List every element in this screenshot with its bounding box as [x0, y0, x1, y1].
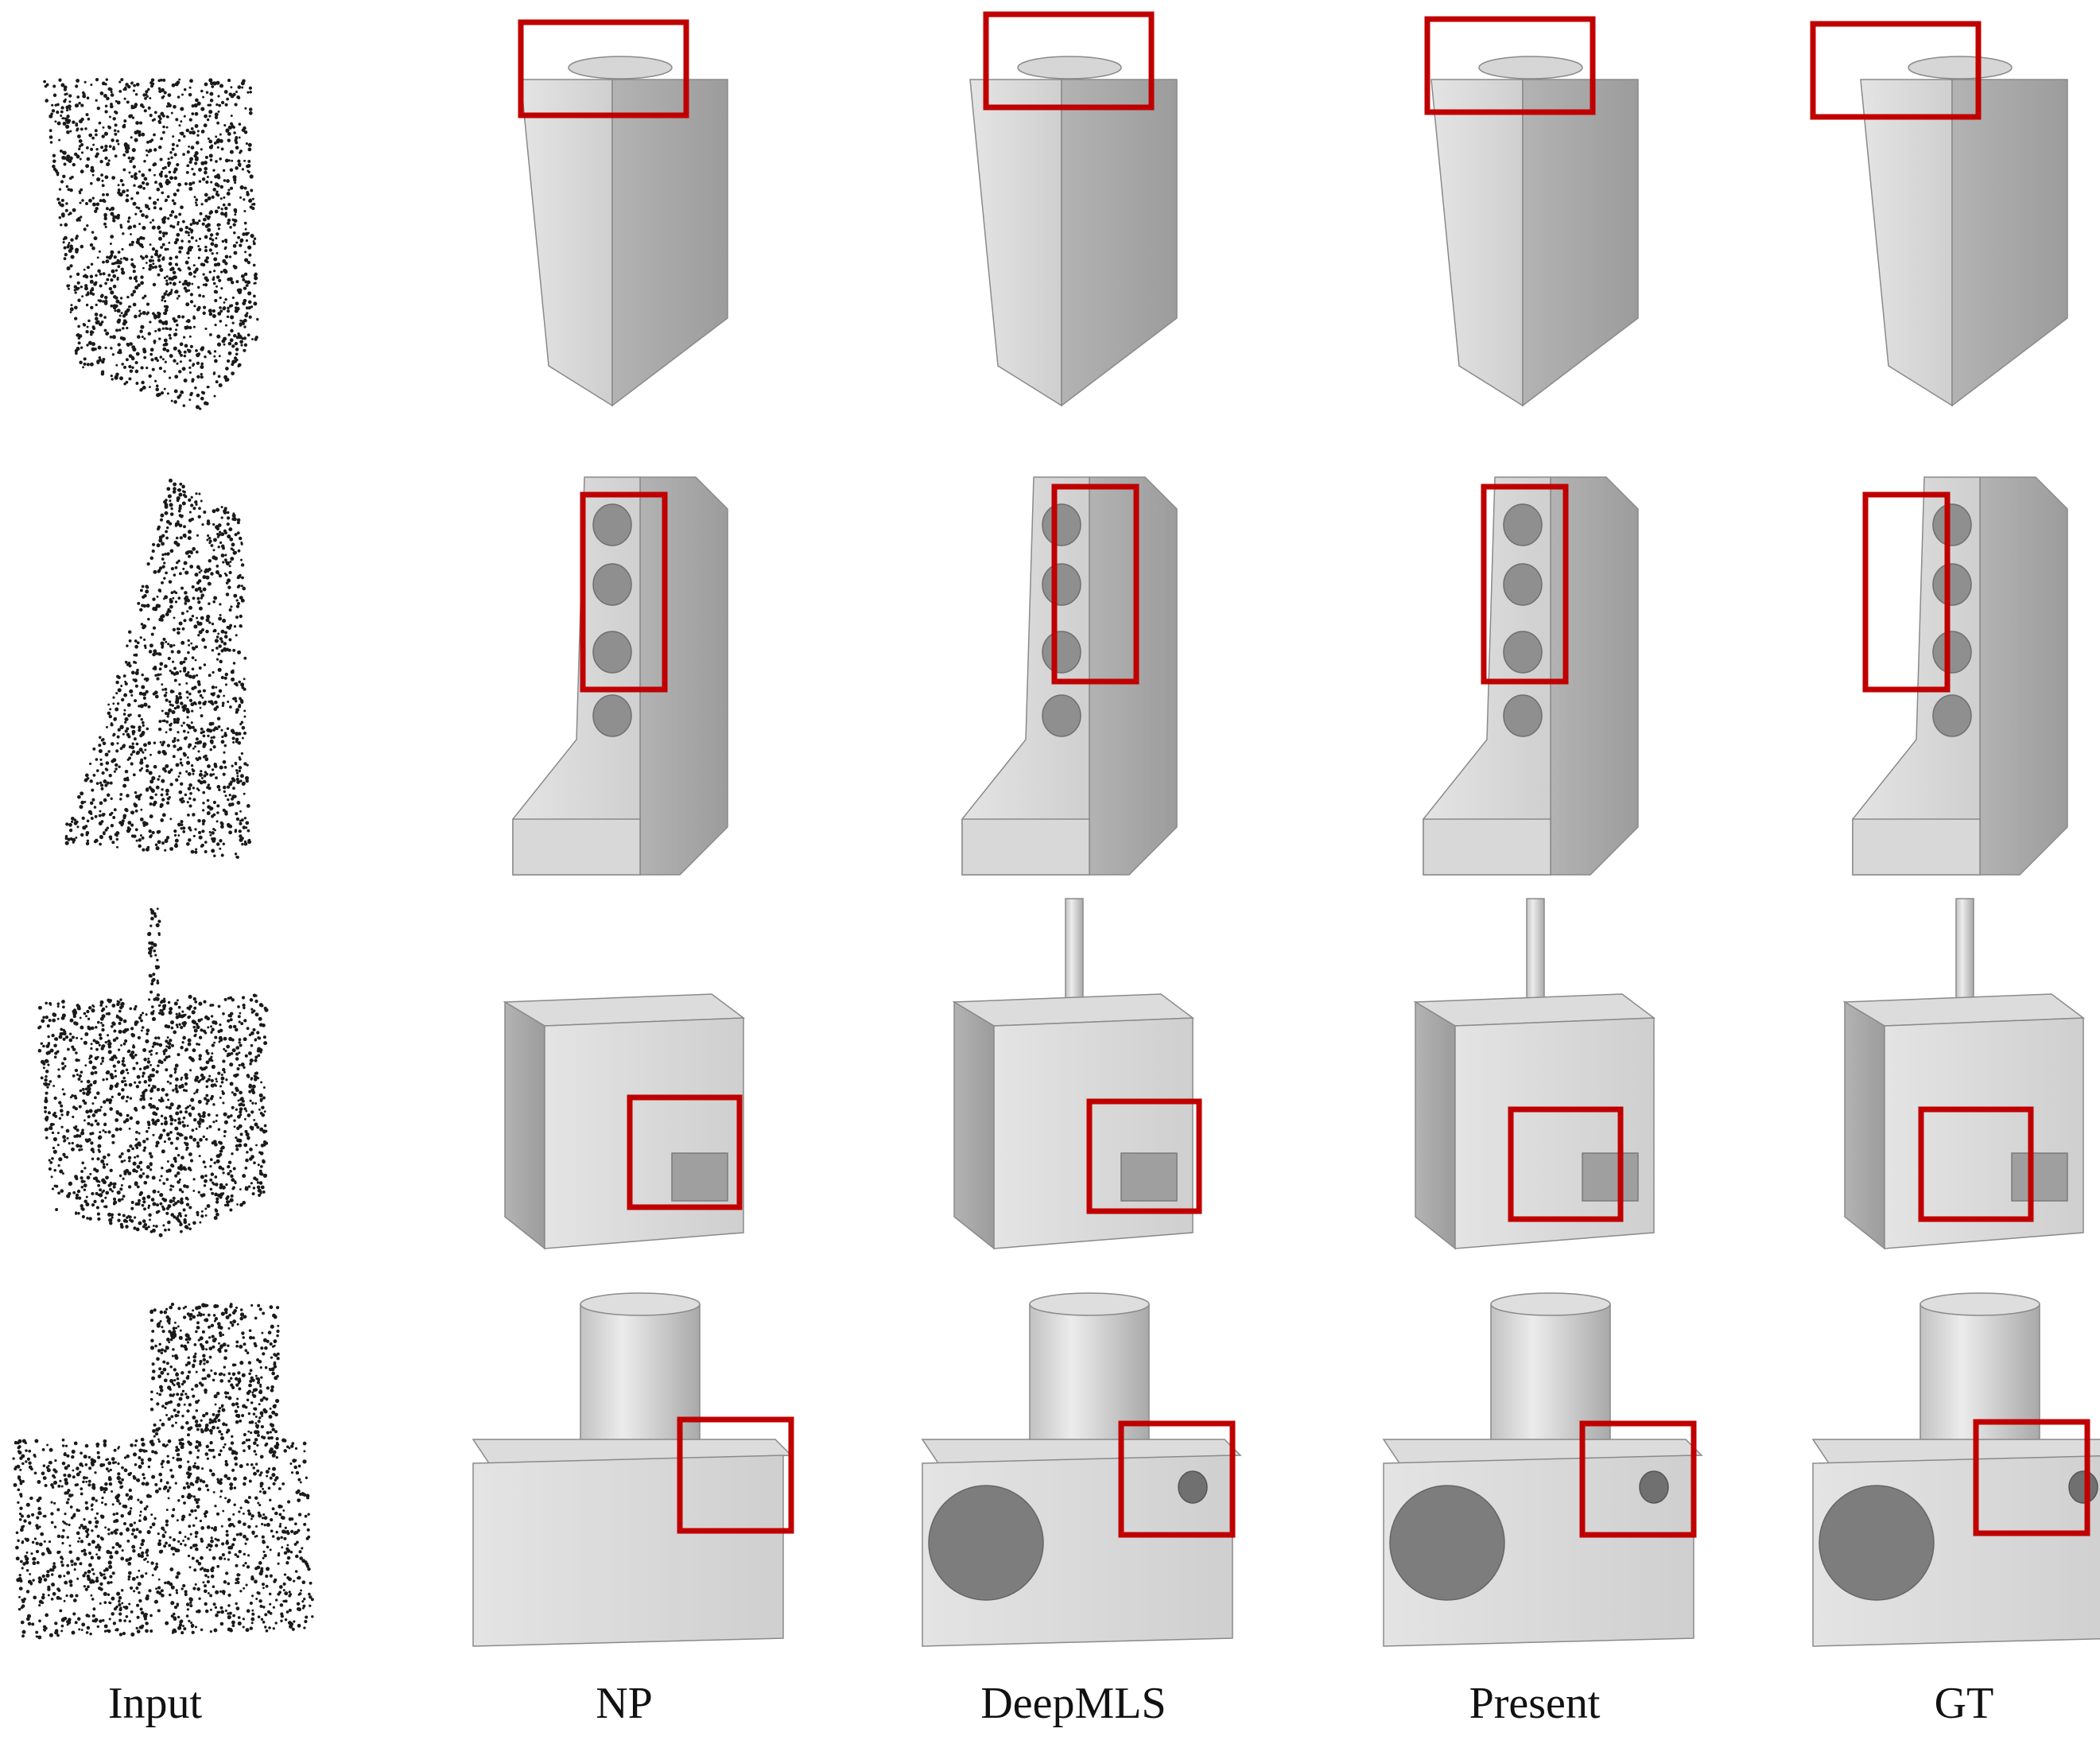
highlight-box — [518, 19, 689, 118]
highlight-box — [1862, 491, 1951, 693]
highlight-box — [1508, 1106, 1624, 1222]
cell-gt-row-2 — [1852, 476, 2068, 876]
cell-deepmls-row-2 — [961, 476, 1178, 876]
highlight-box — [1051, 484, 1139, 685]
cell-np-row-3 — [503, 993, 746, 1250]
column-label-np: NP — [596, 1679, 653, 1728]
highlight-box — [1481, 484, 1569, 685]
highlight-box — [983, 11, 1155, 111]
column-label-deepmls: DeepMLS — [980, 1679, 1166, 1728]
highlight-box — [1086, 1098, 1202, 1214]
column-label-input: Input — [107, 1679, 203, 1728]
highlight-box — [1973, 1419, 2090, 1536]
cell-np-row-4 — [472, 1292, 793, 1647]
cell-deepmls-row-4 — [921, 1292, 1242, 1647]
cell-present-row-1 — [1430, 56, 1639, 407]
cell-gt-row-3 — [1842, 898, 2086, 1250]
cell-gt-row-4 — [1811, 1292, 2100, 1647]
highlight-box — [1918, 1106, 2034, 1222]
cell-input-row-1 — [43, 77, 259, 410]
highlight-box — [677, 1416, 794, 1534]
highlight-box — [1810, 21, 1982, 120]
cell-deepmls-row-3 — [952, 898, 1195, 1250]
cell-input-row-4 — [12, 1302, 314, 1640]
highlight-box — [627, 1094, 743, 1210]
column-label-gt: GT — [1934, 1679, 1994, 1728]
column-label-present: Present — [1469, 1679, 1601, 1728]
cell-deepmls-row-1 — [969, 56, 1178, 407]
cell-np-row-1 — [520, 56, 728, 407]
highlight-box — [1424, 16, 1596, 115]
cell-input-row-3 — [37, 907, 269, 1237]
highlight-box — [1118, 1420, 1236, 1538]
cell-present-row-4 — [1382, 1292, 1703, 1647]
cell-gt-row-1 — [1860, 56, 2068, 407]
highlight-box — [580, 491, 668, 693]
highlight-box — [1579, 1420, 1697, 1538]
cell-np-row-2 — [512, 476, 728, 876]
cell-present-row-3 — [1413, 898, 1656, 1250]
cell-input-row-2 — [64, 478, 252, 859]
cell-present-row-2 — [1423, 476, 1639, 876]
